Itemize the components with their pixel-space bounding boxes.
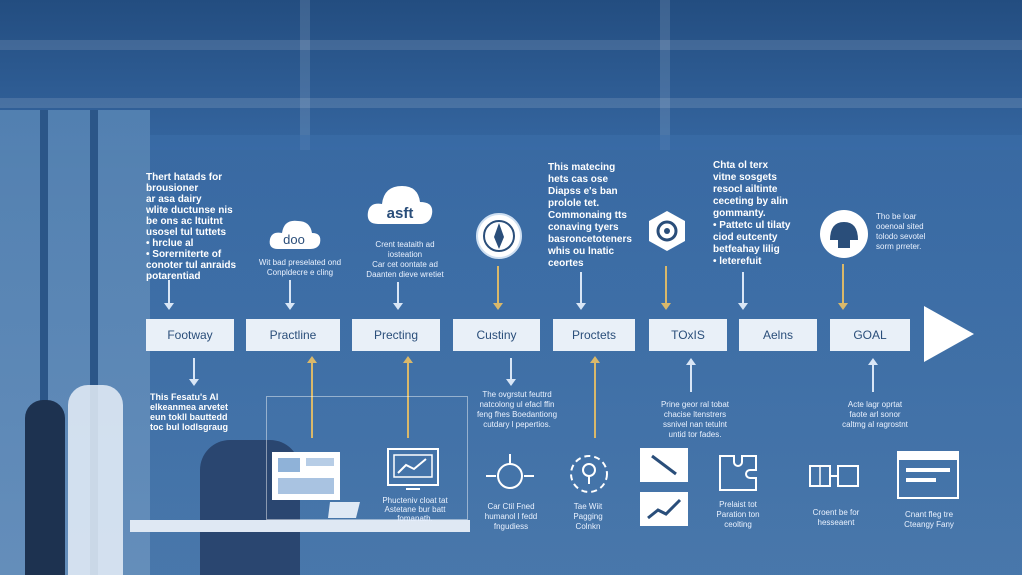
flow-arrow-up	[686, 358, 696, 392]
flow-arrow-down	[506, 358, 516, 386]
flow-arrow-down	[738, 272, 748, 310]
trend-up-icon	[640, 492, 688, 526]
dashboard-screen-icon	[387, 448, 439, 490]
flow-arrow-down	[393, 282, 403, 310]
arrows-cycle-icon	[486, 454, 534, 489]
top-text-5: Chta ol terx vitne sosgets resocl ailtin…	[713, 160, 791, 267]
workspace-frame	[266, 396, 468, 520]
puzzle-icon	[719, 455, 757, 491]
bottom-text-6: Car Ctil Fned humanol l fedd fngudiess	[484, 502, 538, 531]
svg-text:doo: doo	[283, 232, 305, 247]
bottom-text-8: Prelaist tot Paration ton ceolting	[716, 500, 760, 529]
bulb-circle-icon	[570, 455, 608, 493]
monitor-chart-icon	[272, 452, 360, 518]
office-ceiling	[0, 0, 1022, 150]
grid-link-icon	[809, 465, 859, 487]
flow-arrow-up	[403, 356, 413, 438]
flow-arrow-up	[590, 356, 600, 438]
window-mullion	[90, 110, 98, 575]
helmet-badge-icon	[820, 210, 868, 258]
cloud-label: asft	[387, 205, 414, 222]
bottom-text-3: Prine geor ral tobat chacise ltenstrers …	[660, 400, 730, 439]
person-silhouette	[68, 385, 123, 575]
compass-icon	[476, 213, 522, 259]
bottom-text-2: The ovgrstut feuttrd natcolong ul efacl …	[476, 390, 558, 429]
window-mullion	[40, 110, 48, 575]
flow-arrow-up	[307, 356, 317, 438]
top-text-4: This matecing hets cas ose Diapss e's ba…	[548, 162, 632, 269]
bottom-text-4: Acte lagr oprtat faote arl sonor caltmg …	[842, 400, 908, 429]
ceiling-beam	[300, 0, 310, 150]
step-box-proctets[interactable]: Proctets	[553, 319, 635, 351]
ceiling-beam	[0, 98, 1022, 108]
step-box-custiny[interactable]: Custiny	[453, 319, 540, 351]
step-box-goal[interactable]: GOAL	[830, 319, 910, 351]
flow-arrow-down	[838, 264, 848, 310]
browser-window-icon	[897, 451, 959, 499]
desk	[130, 520, 470, 532]
flow-arrow-down	[189, 358, 199, 386]
flow-arrow-up	[868, 358, 878, 392]
top-text-3: Crent teataith ad iosteation Car cet oon…	[366, 240, 444, 279]
flow-arrow-down	[164, 280, 174, 310]
flow-arrow-down	[576, 272, 586, 310]
person-silhouette	[25, 400, 65, 575]
flow-arrow-down	[285, 280, 295, 310]
bottom-text-7: Tae Wiit Pagging Colnkn	[573, 502, 603, 531]
ceiling-beam	[660, 0, 670, 150]
flow-arrow-down	[493, 266, 503, 310]
ceiling-beam	[0, 40, 1022, 50]
step-box-footway[interactable]: Footway	[146, 319, 234, 351]
bottom-text-5: Phucteniv cloat tat Astetane bur batt fo…	[382, 496, 448, 523]
step-box-precting[interactable]: Precting	[352, 319, 440, 351]
top-text-2: Wit bad preselated ond Conpldecre e clin…	[258, 258, 342, 277]
top-text-1: Thert hatads for brousioner ar asa dairy…	[146, 172, 237, 282]
wrench-icon	[640, 448, 688, 482]
bottom-text-9: Croent be for hesseaent	[812, 508, 860, 527]
step-box-practline[interactable]: Practline	[246, 319, 340, 351]
cloud-icon: doo	[269, 220, 321, 249]
step-box-toxis[interactable]: TOxIS	[649, 319, 727, 351]
bottom-text-1: This Fesatu's Al elkeanmea arvetet eun t…	[150, 392, 229, 432]
gear-badge-icon	[649, 211, 685, 251]
cloud-icon: asft	[367, 186, 433, 224]
play-arrow-icon	[924, 306, 974, 362]
step-box-aelns[interactable]: Aelns	[739, 319, 817, 351]
top-text-6: Tho be loar ooenoal sited tolodo sevotel…	[876, 212, 926, 251]
bottom-text-10: Cnant fleg tre Cteangy Fany	[904, 510, 954, 529]
flow-arrow-down	[661, 266, 671, 310]
